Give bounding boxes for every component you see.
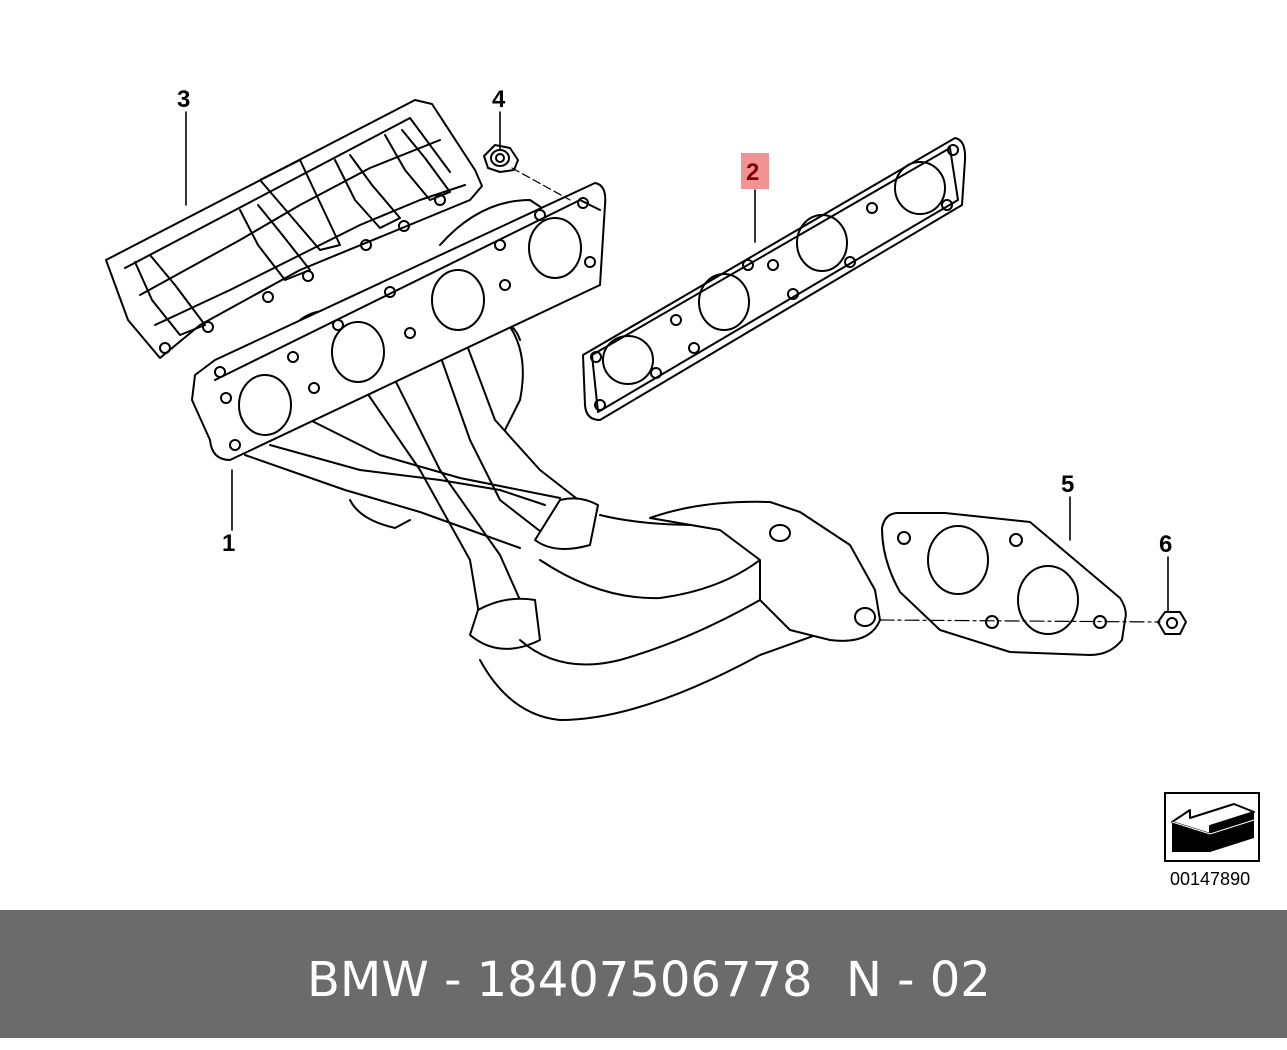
direction-arrow-icon xyxy=(1171,803,1255,852)
footer-brand-part-number: BMW - 18407506778 xyxy=(307,952,813,1008)
callout-labels: 1 2 3 4 5 6 xyxy=(177,86,1172,558)
callout-6[interactable]: 6 xyxy=(1159,531,1172,558)
assembly-lines xyxy=(511,167,1161,623)
flange-gasket-part[interactable] xyxy=(881,511,1127,656)
callout-5[interactable]: 5 xyxy=(1061,471,1074,498)
callout-2[interactable]: 2 xyxy=(746,159,759,186)
reference-box xyxy=(1164,792,1260,862)
highlight-callout-2 xyxy=(741,153,769,189)
footer-bar: BMW - 18407506778 N - 02 xyxy=(0,910,1287,1038)
gasket-part[interactable] xyxy=(582,137,967,421)
footer-position: N - 02 xyxy=(846,952,991,1008)
callout-4[interactable]: 4 xyxy=(492,86,506,113)
heat-shield-part[interactable] xyxy=(105,99,483,359)
parts-diagram: 1 2 3 4 5 6 xyxy=(105,86,1187,721)
callout-3[interactable]: 3 xyxy=(177,86,190,113)
exhaust-manifold-part[interactable] xyxy=(191,182,881,721)
callout-leaders xyxy=(185,111,1169,613)
reference-number: 00147890 xyxy=(1170,869,1251,889)
nut-part-6[interactable] xyxy=(1157,611,1187,635)
callout-1[interactable]: 1 xyxy=(222,530,235,557)
